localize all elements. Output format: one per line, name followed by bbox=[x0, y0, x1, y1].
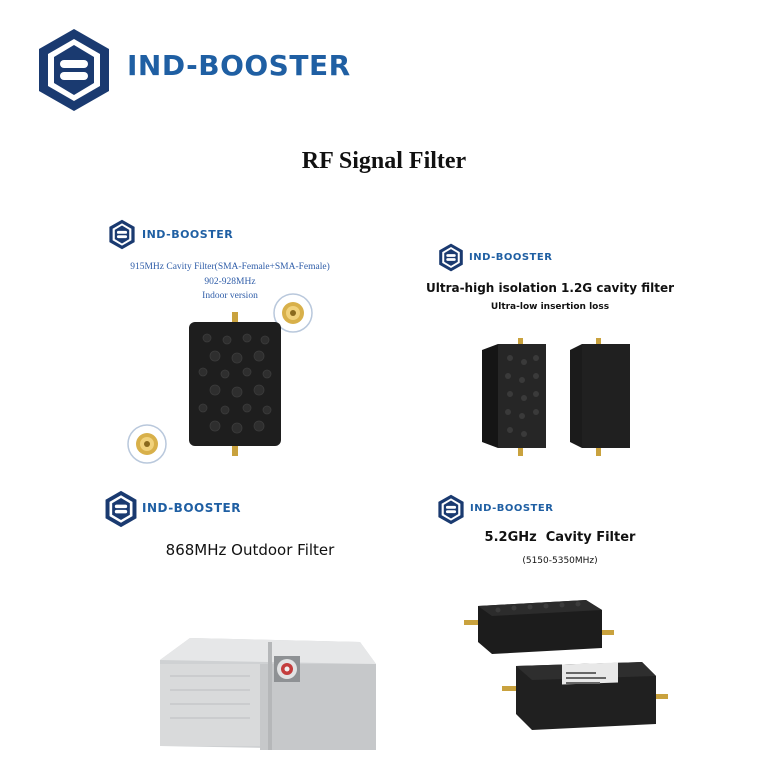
product-spec-line: 915MHz Cavity Filter(SMA-Female+SMA-Fema… bbox=[130, 262, 330, 272]
sma-connector-icon bbox=[273, 293, 313, 333]
brand-logo-icon bbox=[105, 490, 137, 528]
product-title: 5.2GHz Cavity Filter bbox=[484, 530, 636, 545]
outdoor-enclosure-image bbox=[160, 638, 376, 750]
sma-connector-icon bbox=[127, 424, 167, 464]
product-spec-line: Indoor version bbox=[202, 291, 258, 301]
cavity-filter-image bbox=[482, 338, 630, 456]
brand-name: IND-BOOSTER bbox=[127, 49, 351, 82]
product-subtitle: Ultra-low insertion loss bbox=[490, 302, 610, 312]
brand-logo-icon bbox=[439, 243, 463, 272]
product-spec-line: 902-928MHz bbox=[204, 277, 256, 287]
brand-logo-icon bbox=[109, 219, 135, 250]
cavity-filter-image bbox=[189, 312, 281, 456]
page-title: RF Signal Filter bbox=[301, 148, 467, 174]
product-title: 868MHz Outdoor Filter bbox=[165, 541, 335, 559]
product-brand: IND-BOOSTER bbox=[470, 503, 554, 514]
product-title: Ultra-high isolation 1.2G cavity filter bbox=[425, 281, 675, 295]
product-brand: IND-BOOSTER bbox=[142, 501, 241, 515]
product-brand: IND-BOOSTER bbox=[142, 228, 234, 241]
product-subtitle: (5150-5350MHz) bbox=[522, 556, 598, 566]
product-brand: IND-BOOSTER bbox=[469, 252, 553, 263]
brand-logo-icon bbox=[438, 494, 464, 525]
cavity-filter-image bbox=[464, 600, 668, 730]
brand-logo-icon bbox=[39, 29, 109, 111]
